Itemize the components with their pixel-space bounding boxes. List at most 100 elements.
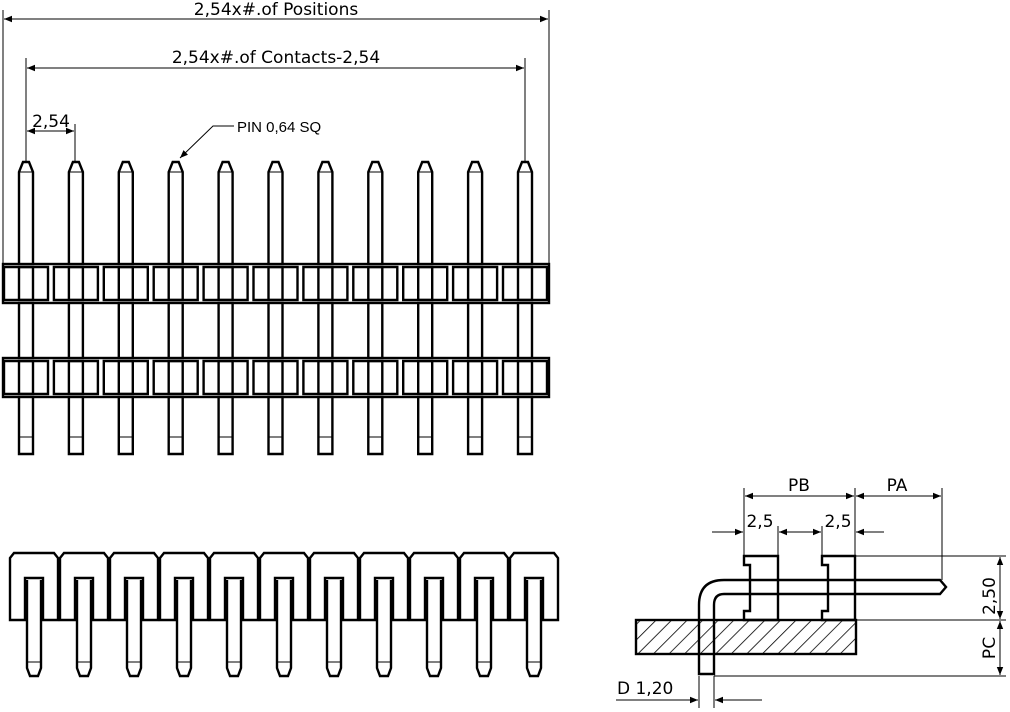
dim-contacts-label: 2,54x#.of Contacts-2,54 bbox=[172, 48, 380, 68]
top-pin-in-cell bbox=[17, 265, 35, 302]
top-pin-shaft bbox=[267, 160, 284, 264]
front-housing bbox=[308, 551, 360, 622]
dim-pitch-label: 2,54 bbox=[32, 112, 70, 132]
top-pin-tail bbox=[117, 397, 134, 456]
top-view: 2,54x#.of Positions 2,54x#.of Contacts-2… bbox=[1, 0, 551, 456]
housing-block-left bbox=[742, 554, 780, 622]
top-housing-cell-lower bbox=[152, 359, 199, 396]
top-pin-in-cell bbox=[267, 265, 284, 302]
front-unit bbox=[358, 551, 410, 678]
top-pin-tail bbox=[67, 397, 85, 456]
front-housing bbox=[408, 551, 460, 622]
top-pin-in-cell bbox=[516, 265, 534, 302]
dim-positions-label: 2,54x#.of Positions bbox=[194, 0, 359, 20]
top-housing-cell-lower bbox=[302, 359, 349, 396]
front-unit bbox=[8, 551, 60, 678]
front-pin bbox=[475, 580, 493, 678]
top-pin bbox=[152, 160, 199, 456]
dim-gap2-label: 2,5 bbox=[824, 512, 851, 532]
top-pin-shaft bbox=[417, 160, 434, 264]
top-pin-group bbox=[2, 160, 549, 456]
top-pin-shaft bbox=[516, 160, 534, 264]
top-housing-upper bbox=[1, 262, 551, 305]
top-pin-shaft bbox=[117, 160, 134, 264]
top-pin-mid bbox=[267, 303, 284, 358]
top-pin bbox=[2, 160, 50, 456]
pin-note-label: PIN 0,64 SQ bbox=[237, 119, 321, 136]
top-pin-tail bbox=[267, 397, 284, 456]
top-pin bbox=[402, 160, 449, 456]
top-pin bbox=[102, 160, 149, 456]
top-housing-cell-upper bbox=[451, 265, 499, 302]
top-pin-shaft bbox=[17, 160, 35, 264]
top-pin-shaft bbox=[167, 160, 184, 264]
top-pin-mid bbox=[516, 303, 534, 358]
top-housing-cell-upper bbox=[102, 265, 149, 302]
front-housing bbox=[458, 551, 510, 622]
pcb-cross-section bbox=[634, 618, 858, 656]
top-pin bbox=[202, 160, 249, 456]
top-housing-cell-lower bbox=[52, 359, 100, 396]
top-housing-cell-upper bbox=[202, 265, 249, 302]
top-pin-mid bbox=[217, 303, 234, 358]
top-pin-shaft bbox=[67, 160, 85, 264]
top-pin bbox=[252, 160, 299, 456]
front-pin bbox=[275, 580, 293, 678]
top-pin-in-cell bbox=[167, 265, 184, 302]
top-housing-cell-lower bbox=[2, 359, 50, 396]
top-housing-cell-lower bbox=[202, 359, 249, 396]
front-housing bbox=[358, 551, 410, 622]
front-pin bbox=[375, 580, 393, 678]
top-pin-in-cell bbox=[466, 359, 484, 396]
top-housing-cell-upper bbox=[352, 265, 399, 302]
top-pin-mid bbox=[417, 303, 434, 358]
top-pin-in-cell bbox=[417, 265, 434, 302]
top-pin-shaft bbox=[367, 160, 384, 264]
top-housing-cell-lower bbox=[352, 359, 399, 396]
front-unit bbox=[258, 551, 310, 678]
dim-pc-label: PC bbox=[980, 637, 1000, 659]
front-housing bbox=[508, 551, 560, 622]
top-pin-tail bbox=[516, 397, 534, 456]
top-pin-in-cell bbox=[317, 265, 334, 302]
top-pin-in-cell bbox=[17, 359, 35, 396]
top-pin-in-cell bbox=[117, 359, 135, 396]
front-pin bbox=[125, 580, 143, 678]
front-pin bbox=[425, 580, 443, 678]
top-pin-in-cell bbox=[217, 359, 234, 396]
top-pin-tail bbox=[466, 397, 484, 456]
front-pin bbox=[25, 580, 43, 678]
dim-gap1-label: 2,5 bbox=[746, 512, 773, 532]
top-pin-mid bbox=[167, 303, 184, 358]
top-pin-mid bbox=[466, 303, 484, 358]
top-housing-lower bbox=[1, 356, 551, 399]
front-unit bbox=[408, 551, 460, 678]
front-housing bbox=[158, 551, 210, 622]
front-unit bbox=[508, 551, 560, 678]
front-view bbox=[8, 551, 560, 678]
front-pin bbox=[525, 580, 543, 678]
top-pin-mid bbox=[17, 303, 35, 358]
top-pin-in-cell bbox=[67, 359, 85, 396]
top-pin bbox=[352, 160, 399, 456]
top-pin-mid bbox=[317, 303, 334, 358]
top-pin-in-cell bbox=[516, 359, 534, 396]
top-pin-tail bbox=[217, 397, 234, 456]
top-pin-in-cell bbox=[417, 359, 434, 396]
dim-pb-label: PB bbox=[788, 476, 810, 496]
top-housing-cell-lower bbox=[501, 359, 549, 396]
top-pin-tail bbox=[317, 397, 334, 456]
top-housing-cell-upper bbox=[501, 265, 549, 302]
top-pin-in-cell bbox=[367, 265, 384, 302]
housing-block-right bbox=[820, 554, 857, 622]
front-unit bbox=[458, 551, 510, 678]
top-pin-mid bbox=[117, 303, 134, 358]
side-view: PB PA 2,5 2,5 2,50 PC D 1,20 bbox=[616, 476, 1006, 708]
top-pin-tail bbox=[17, 397, 35, 456]
front-pin bbox=[225, 580, 243, 678]
dim-pa-label: PA bbox=[887, 476, 908, 496]
top-pin-in-cell bbox=[167, 359, 184, 396]
top-pin bbox=[501, 160, 549, 456]
top-housing-cell-lower bbox=[102, 359, 149, 396]
